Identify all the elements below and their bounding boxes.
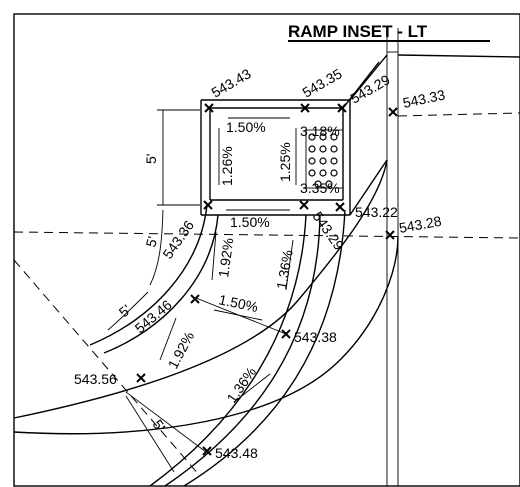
spot-elev-4: 543.33 (401, 86, 446, 111)
slope-arrow-7 (213, 309, 263, 321)
dimension-line-4 (125, 395, 175, 473)
dimension-line-2 (149, 209, 164, 286)
dimension-label-1: 5' (143, 154, 159, 164)
ramp-curve-3 (149, 214, 307, 487)
slope-label-6: 1.50% (230, 214, 270, 230)
slope-arrow-9 (233, 373, 271, 403)
spot-elev-6: 543.28 (398, 213, 443, 236)
slope-label-8: 1.36% (273, 249, 296, 291)
slope-label-4: 1.25% (277, 142, 293, 182)
slope-label-5: 3.35% (300, 180, 340, 196)
spot-elev-10: 543.38 (294, 329, 337, 345)
slope-label-2: 3.18% (300, 123, 340, 139)
dashed-line-diagonal (13, 259, 201, 477)
spot-elev-2: 543.35 (300, 65, 345, 100)
ramp-curve-1 (89, 204, 208, 346)
slope-arrow-8 (159, 317, 177, 361)
ramp-curve-4 (164, 214, 321, 487)
drawing-border (13, 13, 520, 487)
ramp-curve-5 (183, 209, 346, 487)
outer-arc-2 (13, 235, 399, 435)
title: RAMP INSET - LT (288, 22, 428, 41)
landing-corner (349, 159, 388, 216)
truncated-dome-pattern (308, 133, 338, 188)
dimension-line-3 (107, 291, 149, 331)
dashed-line-middle (13, 231, 520, 239)
spot-elev-11: 543.56 (74, 371, 117, 387)
slope-arrow-6 (285, 239, 294, 291)
slope-label-3: 1.26% (219, 146, 235, 186)
slope-label-7: 1.92% (215, 237, 236, 279)
dashed-line-top (397, 112, 520, 117)
detectable-warning-panel (305, 129, 344, 189)
spot-elev-12: 543.48 (215, 445, 258, 461)
dimension-label-2: 5' (142, 235, 160, 249)
slope-arrow-5 (211, 231, 217, 281)
slope-label-1: 1.50% (226, 119, 266, 135)
ramp-curve-2 (103, 214, 219, 354)
slope-label-11: 1.36% (223, 364, 259, 406)
spot-markers (136, 103, 398, 456)
spot-elev-1: 543.43 (209, 65, 254, 100)
top-right-edge (397, 54, 520, 58)
dimension-label-4: 5' (150, 417, 169, 435)
spot-elev-5: 543.22 (355, 204, 398, 220)
dimension-label-3: 5' (116, 301, 134, 320)
grade-line-2 (125, 391, 207, 453)
